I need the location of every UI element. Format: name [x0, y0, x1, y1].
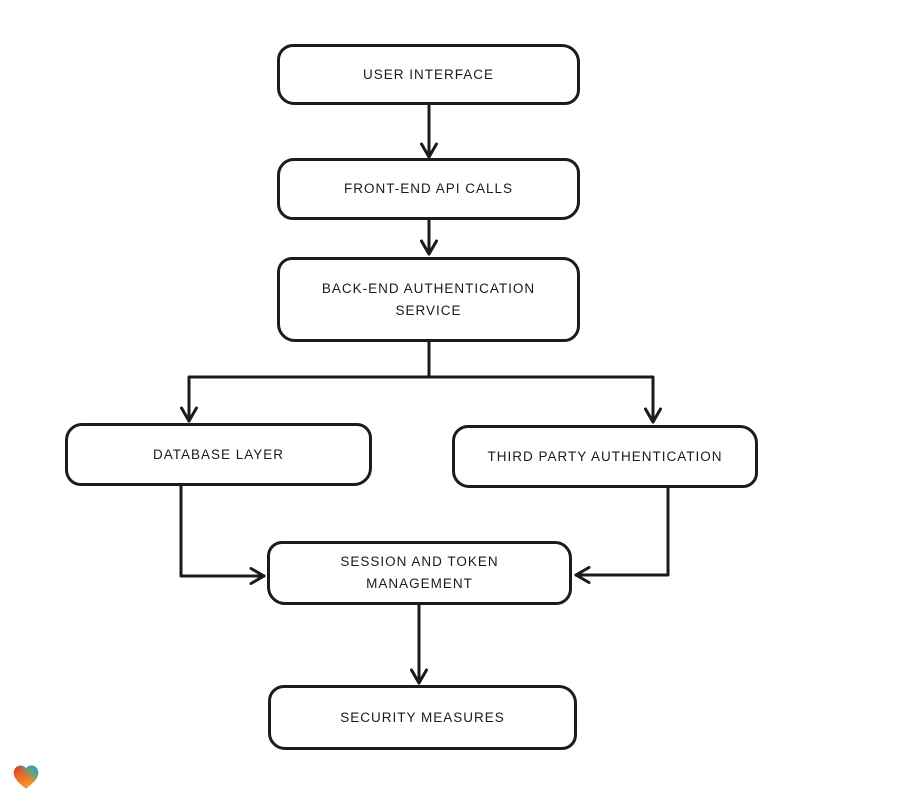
node-label: THIRD PARTY AUTHENTICATION [487, 448, 723, 464]
edge-front-end-api-calls-to-back-end-auth-service [420, 218, 438, 256]
node-label: FRONT-END API CALLS [343, 181, 514, 197]
node-label: SECURITY MEASURES [340, 709, 505, 725]
heart-gradient-logo[interactable] [10, 761, 42, 793]
heart-shape-overlay [13, 765, 39, 789]
node-front-end-api-calls: FRONT-END API CALLS [277, 158, 580, 220]
node-back-end-authentication-service: BACK-END AUTHENTICATION SERVICE [277, 257, 580, 342]
edge-database-layer-to-session-token-management [179, 484, 266, 585]
node-label: SESSION AND TOKEN MANAGEMENT [340, 554, 499, 591]
node-user-interface: USER INTERFACE [277, 44, 580, 105]
edge-back-end-auth-service-to-third-party-auth [427, 340, 662, 424]
node-database-layer: DATABASE LAYER [65, 423, 372, 486]
edge-third-party-auth-to-session-token-management [574, 486, 670, 584]
node-third-party-authentication: THIRD PARTY AUTHENTICATION [452, 425, 758, 488]
node-label: DATABASE LAYER [152, 446, 285, 462]
node-security-measures: SECURITY MEASURES [268, 685, 577, 750]
node-label: USER INTERFACE [362, 66, 495, 82]
node-session-and-token-management: SESSION AND TOKEN MANAGEMENT [267, 541, 572, 605]
node-label: BACK-END AUTHENTICATION SERVICE [321, 280, 536, 318]
edge-back-end-auth-service-to-database-layer [180, 340, 431, 423]
edge-session-token-management-to-security-measures [410, 603, 428, 685]
edge-user-interface-to-front-end-api-calls [420, 103, 438, 159]
